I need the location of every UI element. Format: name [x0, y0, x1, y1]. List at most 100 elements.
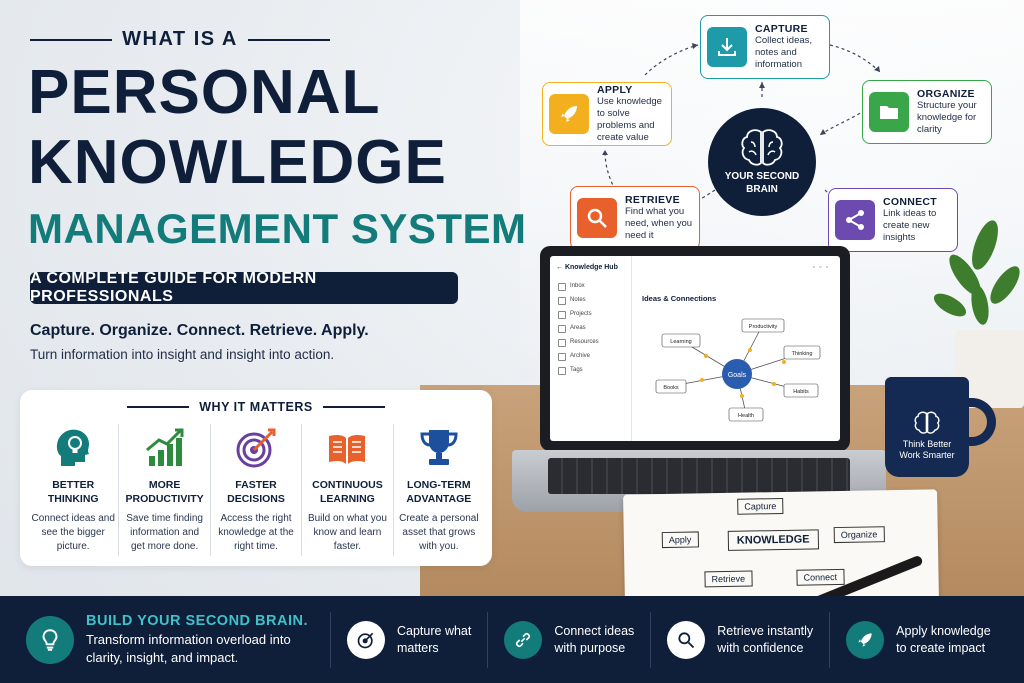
nav-item[interactable]: Areas — [550, 321, 631, 335]
growth-chart-icon — [145, 428, 184, 466]
why-title: WHY IT MATTERS — [20, 400, 492, 414]
app-title: ← Knowledge Hub — [556, 264, 618, 271]
sketch-center: KNOWLEDGE — [727, 529, 819, 551]
footer-desc: Transform information overload into clar… — [86, 631, 291, 665]
benefit-desc: Access the right knowledge at the right … — [218, 513, 294, 553]
open-book-icon — [329, 434, 366, 464]
benefit-title: CONTINUOUS LEARNING — [312, 479, 383, 506]
benefit-desc: Save time finding information and get mo… — [126, 513, 203, 553]
sketch-box: Apply — [661, 531, 699, 549]
mug-line2: Work Smarter — [899, 450, 955, 461]
step-desc: Collect ideas, notes and information — [755, 35, 813, 70]
step-title: APPLY — [597, 84, 633, 97]
app-title-text: Knowledge Hub — [564, 264, 618, 271]
benefit-continuous-learning: CONTINUOUS LEARNING Build on what you kn… — [302, 424, 394, 556]
mind-map-node: Thinking — [792, 351, 813, 357]
divider — [247, 38, 330, 41]
nav-item[interactable]: Archive — [550, 349, 631, 363]
step-desc: Use knowledge to solve problems and crea… — [597, 96, 662, 143]
step-title: ORGANIZE — [917, 88, 975, 101]
benefit-title: MORE PRODUCTIVITY — [125, 479, 204, 506]
benefit-title: LONG-TERM ADVANTAGE — [406, 479, 472, 506]
headline-line2: KNOWLEDGE — [28, 128, 447, 197]
benefit-desc: Connect ideas and see the bigger picture… — [31, 513, 115, 553]
benefit-faster-decisions: FASTER DECISIONS Access the right knowle… — [211, 424, 303, 556]
subtitle-banner: A COMPLETE GUIDE FOR MODERN PROFESSIONAL… — [30, 270, 458, 305]
sketch-box: Organize — [833, 526, 885, 544]
notebook-sketch: Capture KNOWLEDGE Organize Apply Retriev… — [623, 489, 939, 605]
second-brain-hub: YOUR SECOND BRAIN — [708, 108, 816, 216]
kicker: WHAT IS A — [30, 28, 330, 51]
step-title: CONNECT — [883, 196, 938, 209]
search-icon — [667, 620, 706, 659]
rocket-icon — [549, 94, 589, 134]
window-controls[interactable]: ▫▫▫ — [812, 264, 832, 271]
mind-map-node: Books — [663, 385, 679, 391]
link-icon — [504, 620, 543, 659]
benefit-title: BETTER THINKING — [47, 479, 99, 506]
footer-retrieve: Retrieve instantly with confidence — [650, 611, 829, 668]
divider — [322, 406, 385, 408]
footer-item-text: Capture what — [397, 623, 472, 638]
rocket-icon — [846, 620, 885, 659]
benefit-long-term-advantage: LONG-TERM ADVANTAGE Create a personal as… — [394, 424, 484, 556]
kicker-text: WHAT IS A — [122, 28, 238, 50]
mind-map-node: Productivity — [749, 324, 778, 330]
divider — [30, 38, 113, 41]
nav-item[interactable]: Tags — [550, 363, 631, 377]
nav-item[interactable]: Resources — [550, 335, 631, 349]
benefit-more-productivity: MORE PRODUCTIVITY Save time finding info… — [119, 424, 211, 556]
mind-map-center: Goals — [728, 372, 747, 379]
step-desc: Link ideas to create new insights — [883, 208, 937, 243]
mug-line1: Think Better — [902, 439, 952, 449]
map-title: Ideas & Connections — [642, 294, 717, 303]
mind-map-node: Habits — [793, 389, 809, 395]
nav-item[interactable]: Inbox — [550, 279, 631, 293]
mind-map-node: Health — [738, 413, 754, 419]
step-desc: Structure your knowledge for clarity — [917, 100, 977, 135]
headline-line1: PERSONAL — [28, 58, 381, 127]
footer-item-text: Apply knowledge — [896, 623, 991, 638]
nav-item[interactable]: Notes — [550, 293, 631, 307]
sketch-box: Retrieve — [704, 570, 753, 588]
benefit-better-thinking: BETTER THINKING Connect ideas and see th… — [28, 424, 120, 556]
trophy-icon — [420, 430, 458, 465]
hub-label: YOUR SECOND BRAIN — [724, 171, 800, 195]
step-title: RETRIEVE — [625, 194, 680, 207]
mind-map: Goals Learning Productivity Thinking Hab… — [655, 318, 821, 422]
mind-map-node: Learning — [670, 339, 691, 345]
folder-icon — [869, 92, 909, 132]
nav-item[interactable]: Projects — [550, 307, 631, 321]
app-sidebar: ← Knowledge Hub Inbox Notes Projects Are… — [550, 256, 632, 441]
lightbulb-icon — [26, 615, 74, 664]
headline-line3: MANAGEMENT SYSTEM — [28, 205, 527, 252]
plant-leaves — [933, 220, 1020, 325]
footer-banner: BUILD YOUR SECOND BRAIN. Transform infor… — [0, 596, 1024, 683]
footer-item-text: Retrieve instantly — [717, 623, 814, 638]
footer-title: BUILD YOUR SECOND BRAIN. — [86, 612, 308, 629]
footer-cta: BUILD YOUR SECOND BRAIN. Transform infor… — [0, 613, 330, 666]
target-icon — [236, 428, 276, 468]
brain-icon — [741, 129, 783, 166]
sketch-box: Capture — [737, 497, 784, 515]
sketch-box: Connect — [796, 568, 845, 586]
why-title-text: WHY IT MATTERS — [199, 400, 313, 414]
head-lightbulb-icon — [57, 429, 90, 466]
footer-item-text: with confidence — [717, 640, 804, 655]
benefit-desc: Create a personal asset that grows with … — [399, 513, 479, 553]
footer-item-text: Connect ideas — [554, 623, 635, 638]
brain-icon — [914, 411, 940, 434]
benefit-title: FASTER DECISIONS — [227, 479, 285, 506]
description: Turn information into insight and insigh… — [30, 347, 335, 362]
step-title: CAPTURE — [755, 23, 808, 36]
search-icon — [577, 198, 617, 238]
mug-handle — [956, 398, 996, 446]
